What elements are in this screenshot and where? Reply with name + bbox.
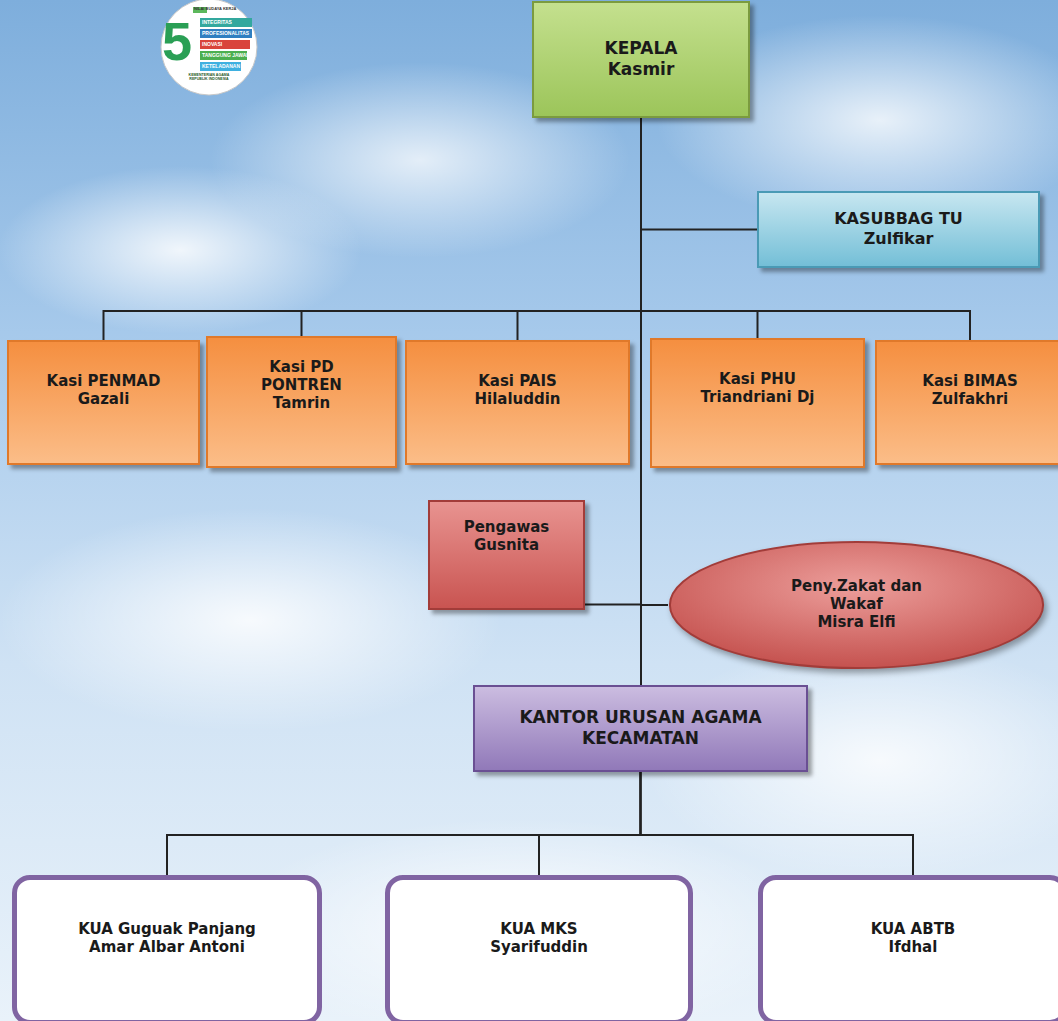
kua-box: KUA ABTBIfdhal [758, 875, 1058, 1021]
person-name: Gusnita [436, 536, 577, 554]
person-name: Ifdhal [771, 938, 1055, 956]
connector [641, 118, 758, 338]
person-name: Hilaluddin [415, 390, 620, 408]
head-box: KEPALAKasmir [532, 1, 750, 118]
value-label: INOVASI [202, 42, 222, 48]
person-name: Misra Elfi [763, 613, 950, 631]
position-title: Kasi PD PONTREN [253, 358, 350, 394]
office-box: KANTOR URUSAN AGAMA KECAMATAN [473, 685, 808, 772]
position-title: Kasi PHU [660, 370, 855, 388]
person-name: Gazali [17, 390, 190, 408]
supervisor-box: PengawasGusnita [428, 500, 585, 610]
person-name: Syarifuddin [398, 938, 680, 956]
section-box: Kasi PAISHilaluddin [405, 340, 630, 465]
person-name: Kasmir [544, 59, 738, 79]
kua-box: KUA Guguak PanjangAmar Albar Antoni [12, 875, 322, 1021]
section-box: Kasi PENMADGazali [7, 340, 200, 465]
position-title: Peny.Zakat dan Wakaf [763, 577, 950, 613]
connector [539, 772, 641, 875]
connector [641, 772, 914, 875]
value-label: INTEGRITAS [202, 20, 232, 26]
value-label: TANGGUNG JAWAB [202, 53, 250, 59]
section-box: Kasi PHUTriandriani Dj [650, 338, 865, 468]
person-name: Zulfakhri [885, 390, 1055, 408]
connector [302, 118, 642, 336]
value-label: PROFESIONALITAS [202, 31, 249, 37]
logo-number: 5 [162, 14, 192, 68]
position-title: KEPALA [544, 38, 738, 58]
position-title: KANTOR URUSAN AGAMA KECAMATAN [515, 707, 766, 748]
admin-box: KASUBBAG TUZulfikar [757, 191, 1040, 268]
section-box: Kasi BIMASZulfakhri [875, 340, 1058, 465]
person-name: Zulfikar [769, 229, 1028, 248]
position-title: KUA MKS [398, 920, 680, 938]
position-title: Kasi PENMAD [17, 372, 190, 390]
value-label: KETELADANAN [202, 64, 240, 70]
logo-caption: KEMENTERIAN AGAMA REPUBLIK INDONESIA [180, 74, 238, 82]
position-title: KUA Guguak Panjang [25, 920, 309, 938]
person-name: Triandriani Dj [660, 388, 855, 406]
connector [167, 772, 641, 875]
logo: NILAI BUDAYA KERJA5 INTEGRITAS PROFESIONAL… [160, 0, 258, 96]
section-box: Kasi PD PONTRENTamrin [206, 336, 397, 468]
person-name: Amar Albar Antoni [25, 938, 309, 956]
officer-ellipse: Peny.Zakat dan WakafMisra Elfi [668, 540, 1045, 670]
connector [640, 118, 642, 685]
logo-heading: NILAI BUDAYA KERJA [194, 7, 236, 11]
position-title: Kasi BIMAS [885, 372, 1055, 390]
connector [104, 118, 642, 340]
connector [641, 118, 757, 230]
position-title: Pengawas [436, 518, 577, 536]
position-title: KUA ABTB [771, 920, 1055, 938]
position-title: Kasi PAIS [415, 372, 620, 390]
person-name: Tamrin [253, 394, 350, 412]
kua-box: KUA MKSSyarifuddin [385, 875, 693, 1021]
position-title: KASUBBAG TU [769, 209, 1028, 228]
connector [518, 118, 642, 340]
